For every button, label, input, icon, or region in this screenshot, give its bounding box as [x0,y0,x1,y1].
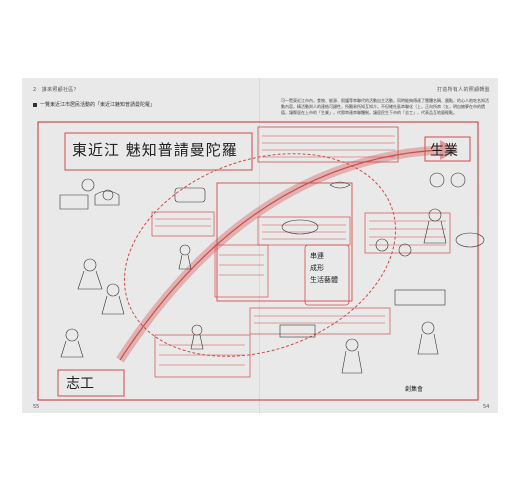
book-gutter [259,78,261,413]
shiko-box [57,369,125,397]
circular-arrow [123,153,397,357]
title-box [64,132,253,171]
arrow-head-icon [440,140,458,160]
seigyo-box [424,136,471,162]
center-label: 串連 成形 生活藝體 [310,252,338,284]
outer-frame [37,121,479,401]
illustration-title: 東近江 魅知普請曼陀羅 [72,141,238,159]
figure-caption-text: 一覽東近江市居民活動的「東近江魅知普請曼陀羅」 [40,102,156,108]
left-page-number: 55 [33,404,40,410]
shiko-label: 志工 [66,376,94,392]
body-paragraph: 可一覽東近江市內，食物、能源、照護等串聯代的活動自主活動，同時能夠傳達了團體名稱… [281,98,489,116]
signature-label: 創集會 [405,386,424,393]
center-label-box [304,244,350,306]
right-running-header: 打造所有人的照顧轉盤 [436,87,490,93]
sketch-people [59,172,485,374]
bullet-square-icon [33,102,37,107]
list-block-top [257,126,399,163]
figure-caption: 一覽東近江市居民活動的「東近江魅知普請曼陀羅」 [33,101,155,108]
right-page-number: 54 [483,404,490,410]
seigyo-label: 生業 [430,143,458,159]
left-running-header: 2 誰來照顧社區？ [33,87,79,93]
center-block [216,182,353,302]
